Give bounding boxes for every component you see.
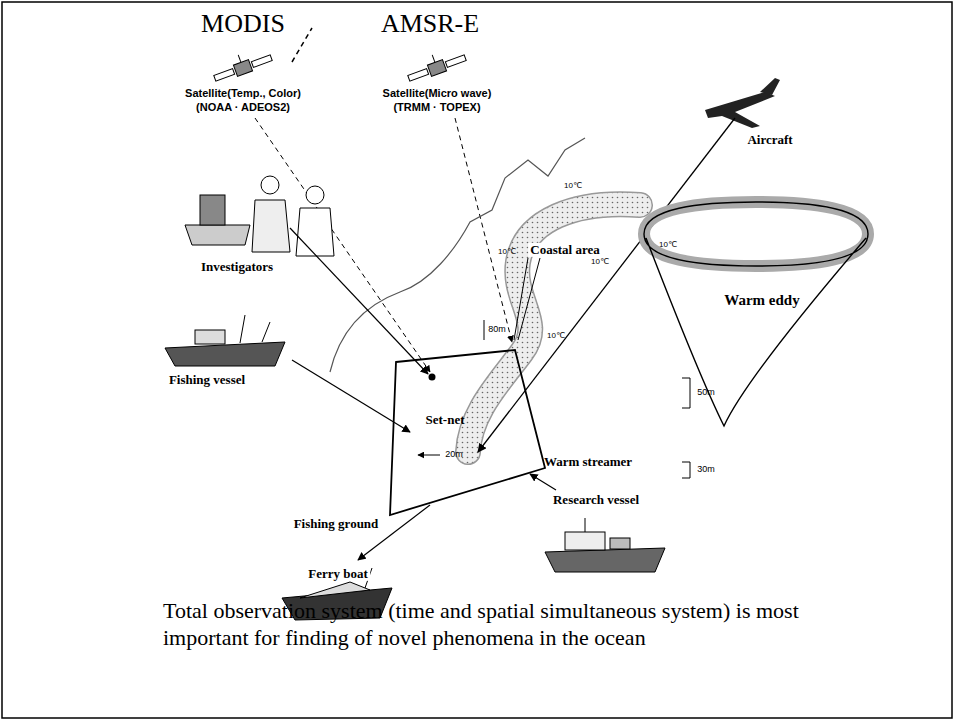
dashed-divider bbox=[292, 28, 312, 62]
sensing-line bbox=[455, 118, 512, 342]
investigator-line bbox=[290, 228, 428, 374]
satellite-label: Satellite(Temp., Color) bbox=[183, 87, 303, 99]
node-outline bbox=[388, 348, 548, 518]
satellite-icon bbox=[404, 45, 467, 84]
temperature-label: 10℃ bbox=[496, 248, 518, 257]
platform-label: Ferry boat bbox=[306, 567, 370, 581]
platform-label: Aircraft bbox=[745, 133, 794, 147]
temperature-label: 10℃ bbox=[562, 182, 584, 191]
area-label: Coastal area bbox=[528, 243, 601, 257]
investigators-picture bbox=[185, 176, 334, 256]
observation-point bbox=[429, 374, 436, 381]
eddy-ring bbox=[644, 202, 868, 266]
fishing-vessel-picture bbox=[165, 315, 285, 366]
outline bbox=[390, 350, 545, 515]
node-text: Warm eddy bbox=[724, 292, 799, 309]
vessel-line bbox=[292, 360, 410, 432]
depth-label: 50m bbox=[695, 388, 717, 398]
platform-label: Research vessel bbox=[551, 493, 641, 507]
caption: Total observation system (time and spati… bbox=[163, 598, 803, 652]
aircraft-line bbox=[478, 118, 735, 452]
depth-tick bbox=[484, 320, 485, 340]
fishing-ground-area: Set-netFishing ground bbox=[388, 348, 548, 518]
depth-label: 30m bbox=[695, 465, 717, 475]
current-label: Warm streamer bbox=[542, 455, 634, 469]
warm-streamer-band bbox=[468, 204, 640, 452]
warm-eddy-shape: Warm eddy bbox=[640, 188, 872, 430]
research-line bbox=[530, 474, 556, 490]
temperature-label: 10℃ bbox=[545, 332, 567, 341]
platform-label: Fishing vessel bbox=[167, 373, 247, 387]
depth-label: 80m bbox=[486, 325, 508, 335]
outline bbox=[644, 202, 868, 426]
depth-arrow bbox=[418, 455, 440, 456]
node-text: Fishing ground bbox=[294, 517, 379, 531]
platform-label: Investigators bbox=[199, 260, 275, 274]
depth-bracket bbox=[682, 462, 690, 478]
satellite-icon bbox=[210, 45, 273, 84]
depth-label: 20m bbox=[443, 450, 465, 460]
depth-bracket bbox=[682, 378, 690, 408]
satellite-label: (TRMM · TOPEX) bbox=[391, 101, 482, 113]
sensor-name: MODIS bbox=[199, 10, 287, 39]
satellite-label: Satellite(Micro wave) bbox=[381, 87, 494, 99]
warm-streamer-fill bbox=[468, 204, 640, 452]
temperature-label: 10℃ bbox=[589, 258, 611, 267]
aircraft-icon bbox=[705, 78, 780, 128]
node-text: Set-net bbox=[426, 413, 465, 427]
research-vessel-picture bbox=[545, 518, 665, 572]
node-outline bbox=[640, 188, 872, 430]
sensor-name: AMSR-E bbox=[379, 10, 481, 39]
leader-line bbox=[518, 258, 540, 340]
satellite-label: (NOAA · ADEOS2) bbox=[194, 101, 292, 113]
